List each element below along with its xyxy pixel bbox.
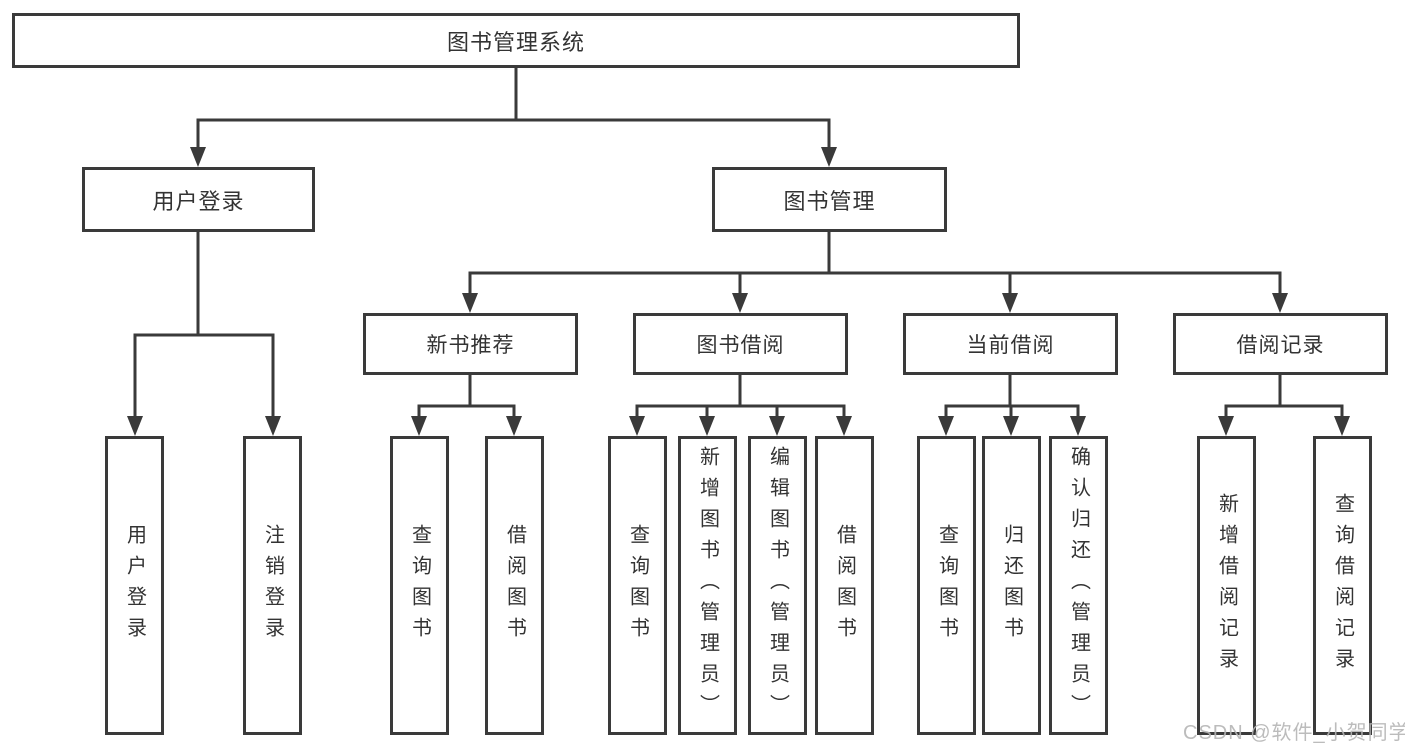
connector-new-book-fan (417, 375, 516, 419)
leaf-label: 新增借阅记录 (1215, 492, 1238, 679)
leaf-query-borrow-record: 查询借阅记录 (1313, 436, 1372, 735)
node-label: 图书借阅 (696, 334, 785, 357)
leaf-query-books-current: 查询图书 (917, 436, 976, 735)
leaf-add-borrow-record: 新增借阅记录 (1197, 436, 1256, 735)
leaf-label: 借阅图书 (503, 523, 526, 648)
connector-user-login-fan (133, 232, 275, 419)
csdn-watermark: CSDN @软件_小贺同学 (1183, 722, 1405, 744)
leaf-logout: 注销登录 (243, 436, 302, 735)
leaf-user-login: 用户登录 (105, 436, 164, 735)
leaf-label: 查询图书 (626, 523, 649, 648)
leaf-label: 查询图书 (408, 523, 431, 648)
leaf-edit-books-admin: 编辑图书（管理员） (748, 436, 807, 735)
connector-shafts (133, 68, 1344, 419)
leaf-borrow-books: 借阅图书 (815, 436, 874, 735)
leaf-query-books-borrow: 查询图书 (608, 436, 667, 735)
connector-current-borrow-fan (944, 375, 1080, 419)
connector-root-fan (196, 68, 831, 150)
node-label: 新书推荐 (426, 334, 515, 357)
leaf-label: 查询借阅记录 (1331, 492, 1354, 679)
leaf-confirm-return-admin: 确认归还（管理员） (1049, 436, 1108, 735)
leaf-label: 新增图书（管理员） (696, 446, 719, 725)
node-new-book-recommendation: 新书推荐 (363, 313, 578, 375)
node-current-borrowing: 当前借阅 (903, 313, 1118, 375)
leaf-label: 注销登录 (261, 523, 284, 648)
leaf-label: 确认归还（管理员） (1067, 446, 1090, 725)
leaf-label: 归还图书 (1000, 523, 1023, 648)
node-user-login: 用户登录 (82, 167, 315, 232)
node-label: 图书管理 (783, 188, 876, 214)
node-label: 用户登录 (152, 188, 245, 214)
leaf-label: 查询图书 (935, 523, 958, 648)
leaf-borrow-books-recommend: 借阅图书 (485, 436, 544, 735)
node-library-management-system: 图书管理系统 (12, 13, 1020, 68)
node-borrowing-records: 借阅记录 (1173, 313, 1388, 375)
connector-book-borrow-fan (635, 375, 846, 419)
node-book-borrowing: 图书借阅 (633, 313, 848, 375)
connector-book-management-fan (468, 232, 1282, 296)
node-book-management: 图书管理 (712, 167, 947, 232)
leaf-return-books: 归还图书 (982, 436, 1041, 735)
connector-borrow-record-fan (1224, 375, 1344, 419)
node-label: 借阅记录 (1236, 334, 1325, 357)
node-label: 图书管理系统 (446, 29, 585, 55)
leaf-query-books-recommend: 查询图书 (390, 436, 449, 735)
leaf-label: 编辑图书（管理员） (766, 446, 789, 725)
connector-arrowheads (127, 147, 1350, 436)
leaf-label: 借阅图书 (833, 523, 856, 648)
leaf-add-books-admin: 新增图书（管理员） (678, 436, 737, 735)
leaf-label: 用户登录 (123, 523, 146, 648)
node-label: 当前借阅 (966, 334, 1055, 357)
